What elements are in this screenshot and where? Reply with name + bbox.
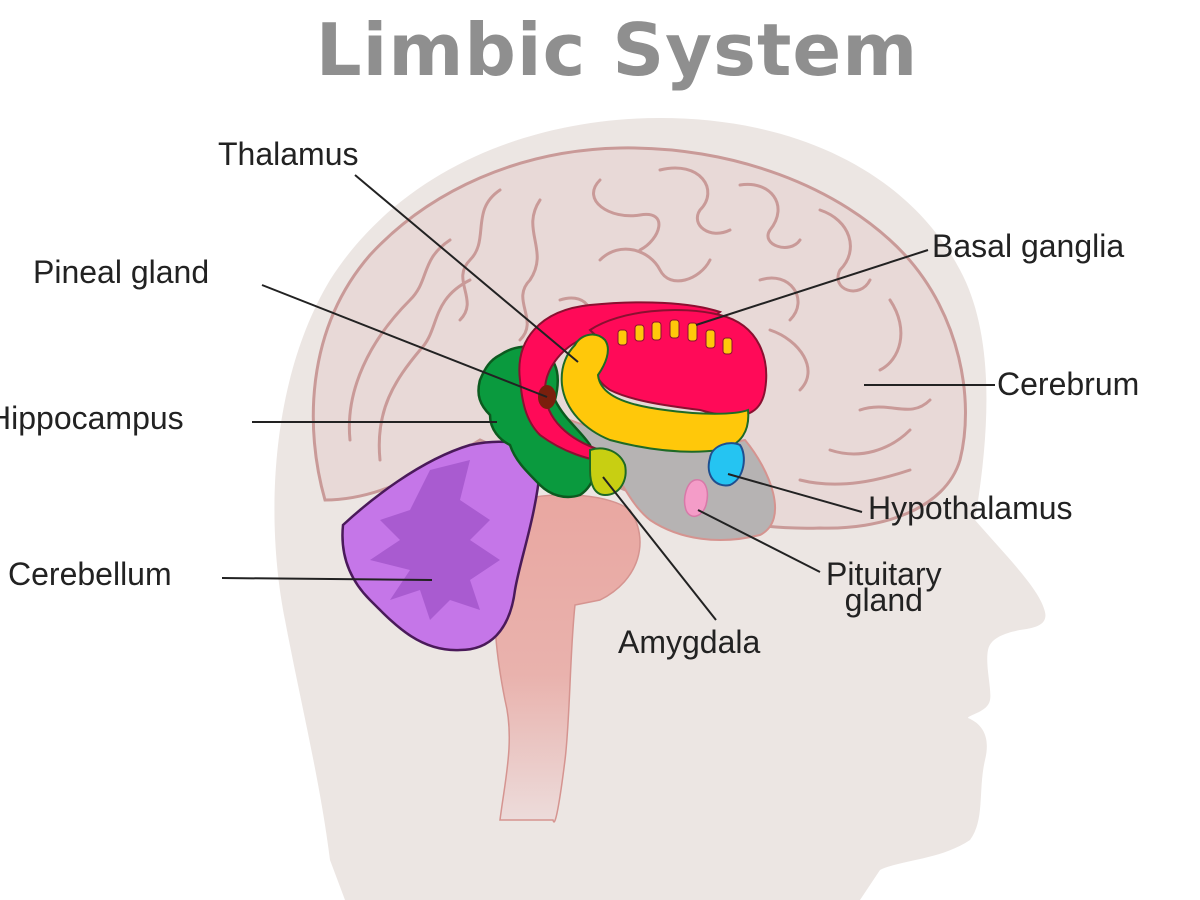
leader-amygdala	[602, 476, 717, 621]
pituitary-gland-shape	[683, 479, 709, 517]
leader-thalamus	[354, 174, 579, 363]
leader-pineal-gland	[261, 284, 548, 398]
label-pineal-gland: Pineal gland	[33, 254, 210, 290]
label-hypothalamus: Hypothalamus	[868, 490, 1073, 526]
fornix-shape	[518, 301, 723, 464]
leader-lines	[221, 174, 995, 621]
label-cerebrum: Cerebrum	[997, 366, 1140, 402]
thalamus-shape	[560, 333, 750, 453]
label-pituitary-line1: Pituitary	[826, 556, 942, 592]
leader-hypothalamus	[727, 473, 863, 513]
label-pituitary-gland: Pituitary gland	[826, 556, 942, 618]
cerebellum-arbor	[370, 460, 500, 620]
label-pituitary-line2: gland	[844, 581, 923, 618]
label-hippocampus: Hippocampus	[0, 400, 184, 436]
label-amygdala: Amygdala	[618, 624, 761, 660]
hypothalamus-shape	[707, 442, 745, 487]
cerebrum-gyri	[347, 166, 932, 486]
label-basal-ganglia: Basal ganglia	[932, 228, 1125, 264]
label-cerebellum: Cerebellum	[8, 556, 172, 592]
leader-pituitary-gland	[697, 509, 821, 573]
basal-ganglia-striations	[617, 319, 733, 355]
diagram-title: Limbic System	[315, 8, 919, 92]
amygdala-shape	[589, 447, 627, 497]
leader-basal-ganglia	[695, 249, 929, 326]
label-thalamus: Thalamus	[218, 136, 359, 172]
leader-cerebellum	[221, 577, 433, 581]
